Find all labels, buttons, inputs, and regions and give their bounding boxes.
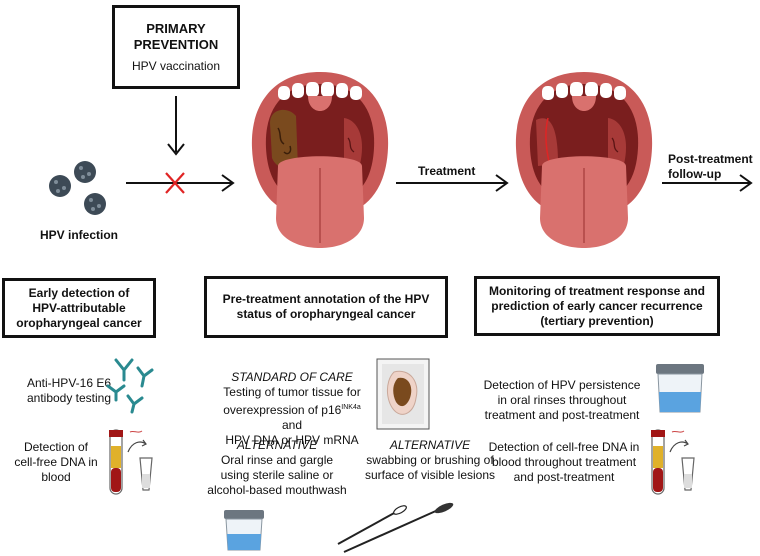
monitoring-header: Monitoring of treatment response and pre… (474, 276, 720, 336)
alternative-swab-title: ALTERNATIVE (389, 438, 471, 452)
primary-prevention-subtitle: HPV vaccination (131, 58, 221, 73)
treatment-label: Treatment (418, 164, 476, 178)
monitoring-blood-tube-icon (651, 429, 695, 495)
monitoring-cup-icon (656, 364, 704, 413)
rinse-persistence-text: Detection of HPV persistence in oral rin… (483, 378, 641, 422)
pretreatment-title: Pre-treatment annotation of the HPV stat… (222, 292, 430, 321)
post-treatment-label: Post-treatment follow-up (668, 152, 753, 181)
soc-line-2-pre: overexpression of p16 (223, 403, 342, 417)
monitoring-title: Monitoring of treatment response and pre… (488, 283, 705, 328)
antibody-icon (106, 358, 154, 414)
primary-prevention-title: PRIMARY PREVENTION (133, 20, 219, 52)
cfdna-detection-text: Detection of cell-free DNA in blood (14, 440, 98, 484)
blood-tube-icon (109, 429, 153, 495)
tissue-slide-icon (376, 358, 430, 430)
hpv-infection-label: HPV infection (40, 228, 119, 242)
soc-line-2-sup: INK4a (341, 404, 361, 411)
alternative-rinse-text: Oral rinse and gargle using sterile sali… (207, 453, 347, 497)
standard-of-care-title: STANDARD OF CARE (231, 370, 353, 384)
soc-line-2-post: and (281, 418, 303, 432)
alternative-swab-block: ALTERNATIVE swabbing or brushing of surf… (354, 438, 506, 483)
soc-line-1: Testing of tumor tissue for (223, 385, 361, 399)
alternative-rinse-block: ALTERNATIVE Oral rinse and gargle using … (202, 438, 352, 498)
mouth-with-tumor-illustration (251, 72, 389, 248)
early-detection-title: Early detection of HPV-attributable orop… (16, 285, 142, 330)
early-detection-header: Early detection of HPV-attributable orop… (2, 278, 156, 338)
soc-line-3: HPV DNA or HPV mRNA (225, 433, 359, 447)
pretreatment-header: Pre-treatment annotation of the HPV stat… (204, 276, 448, 338)
primary-prevention-box: PRIMARY PREVENTION HPV vaccination (112, 5, 240, 89)
swab-brush-icon (337, 502, 454, 553)
standard-of-care-block: STANDARD OF CARE Testing of tumor tissue… (212, 370, 372, 448)
mouth-after-treatment-illustration (515, 72, 653, 248)
hpv-virus-icon (49, 161, 106, 215)
monitoring-cfdna-text: Detection of cell-free DNA in blood thro… (488, 440, 640, 484)
alternative-swab-text: swabbing or brushing of surface of visib… (364, 453, 496, 482)
alternative-rinse-title: ALTERNATIVE (236, 438, 318, 452)
rinse-cup-icon (224, 510, 264, 551)
soc-line-2: overexpression of p16INK4a and (212, 400, 372, 433)
